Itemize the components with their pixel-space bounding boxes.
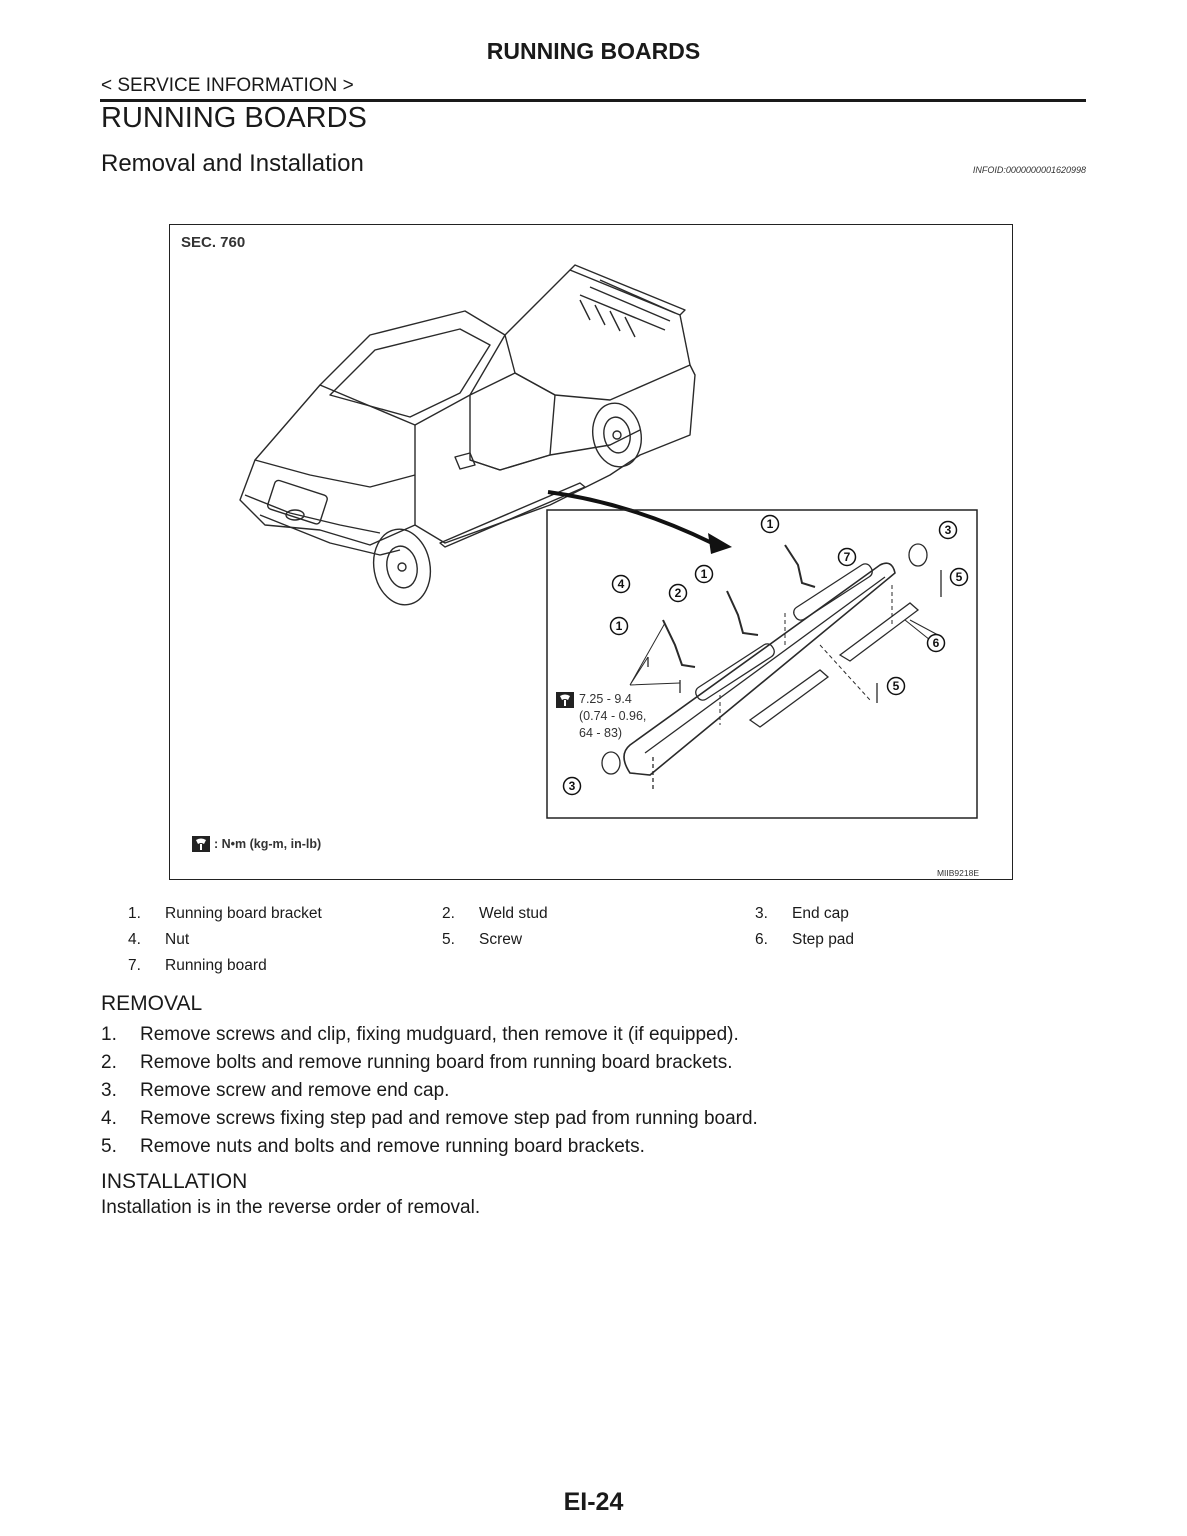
svg-text:6: 6 [933,636,940,650]
removal-heading: REMOVAL [101,992,203,1015]
removal-step: 3. Remove screw and remove end cap. [101,1080,1081,1108]
svg-text:5: 5 [956,570,963,584]
info-id: INFOID:0000000001620998 [972,165,1086,175]
legend-label: End cap [792,905,849,922]
legend-label: Step pad [792,931,855,948]
section-title: RUNNING BOARDS [101,102,367,134]
callout-3: 3 [938,520,958,540]
svg-text:5: 5 [893,679,900,693]
torque-spec-line: (0.74 - 0.96, [579,709,647,723]
removal-step: 2. Remove bolts and remove running board… [101,1052,1081,1080]
legend-number: 6. [755,931,768,948]
exploded-view-figure: 1 1 1 2 3 3 4 5 5 6 7 SEC. 760 7.25 - 9.… [169,224,1013,880]
svg-text:3: 3 [569,779,576,793]
running-board [623,562,896,776]
callout-7: 7 [837,547,857,567]
legend-label: Weld stud [479,905,548,922]
legend-number: 3. [755,905,768,922]
installation-text: Installation is in the reverse order of … [101,1197,481,1218]
svg-text:1: 1 [701,567,708,581]
section-number-label: SEC. 760 [181,234,246,251]
step-text: Remove screws fixing step pad and remove… [140,1108,758,1129]
callout-6: 6 [926,633,946,653]
legend-number: 4. [128,931,141,948]
page-header-title: RUNNING BOARDS [486,38,701,64]
end-cap [601,751,621,775]
exploded-parts [601,543,942,791]
removal-step: 5. Remove nuts and bolts and remove runn… [101,1136,1081,1164]
callout-1: 1 [760,514,780,534]
removal-steps: 1. Remove screws and clip, fixing mudgua… [101,1024,1081,1164]
torque-specification: 7.25 - 9.4 (0.74 - 0.96, 64 - 83) [579,691,646,742]
legend-label: Running board [165,957,267,974]
callout-5: 5 [886,676,906,696]
step-text: Remove nuts and bolts and remove running… [140,1136,645,1157]
callout-4: 4 [611,574,631,594]
step-number: 4. [101,1108,117,1129]
running-board-bracket [784,544,816,588]
end-cap [908,543,928,567]
step-number: 5. [101,1136,117,1157]
legend-label: Screw [479,931,523,948]
callout-1: 1 [694,564,714,584]
torque-spec-line: 64 - 83) [579,726,623,740]
svg-text:2: 2 [675,586,682,600]
removal-step: 1. Remove screws and clip, fixing mudgua… [101,1024,1081,1052]
step-text: Remove screws and clip, fixing mudguard,… [140,1024,739,1045]
callout-2: 2 [668,583,688,603]
torque-unit-legend: : N•m (kg-m, in-lb) [214,837,322,851]
page-number: EI-24 [563,1488,624,1516]
installation-heading: INSTALLATION [101,1170,248,1193]
arrow-head-icon [708,533,732,554]
callout-1: 1 [609,616,629,636]
legend-label: Running board bracket [165,905,322,922]
step-text: Remove screw and remove end cap. [140,1080,450,1101]
step-text: Remove bolts and remove running board fr… [140,1052,733,1073]
callout-5: 5 [949,567,969,587]
legend-label: Nut [165,931,190,948]
truck-illustration [239,264,696,606]
step-number: 1. [101,1024,117,1045]
removal-step: 4. Remove screws fixing step pad and rem… [101,1108,1081,1136]
svg-text:1: 1 [616,619,623,633]
torque-wrench-icon [192,836,210,852]
detail-arrow [547,490,713,545]
breadcrumb: < SERVICE INFORMATION > [101,75,354,96]
callout-3: 3 [562,776,582,796]
step-pad [838,602,920,662]
step-number: 2. [101,1052,117,1073]
running-board-bracket [662,619,696,668]
callouts: 1 1 1 2 3 3 4 5 5 6 7 [562,514,969,796]
legend-number: 7. [128,957,141,974]
step-pad [748,669,830,728]
legend-number: 1. [128,905,141,922]
figure-illustration: 1 1 1 2 3 3 4 5 5 6 7 [192,264,978,852]
detail-inset-box [546,509,978,819]
figure-id: MIIB9218E [936,868,979,878]
step-number: 3. [101,1080,117,1101]
legend-number: 2. [442,905,455,922]
running-board-bracket [726,590,759,636]
svg-text:3: 3 [945,523,952,537]
svg-text:1: 1 [767,517,774,531]
subsection-title: Removal and Installation [101,150,364,177]
svg-text:7: 7 [844,550,851,564]
torque-wrench-icon [556,692,574,708]
header-divider [100,99,1086,102]
svg-text:4: 4 [618,577,625,591]
legend-number: 5. [442,931,455,948]
torque-spec-line: 7.25 - 9.4 [579,692,632,706]
